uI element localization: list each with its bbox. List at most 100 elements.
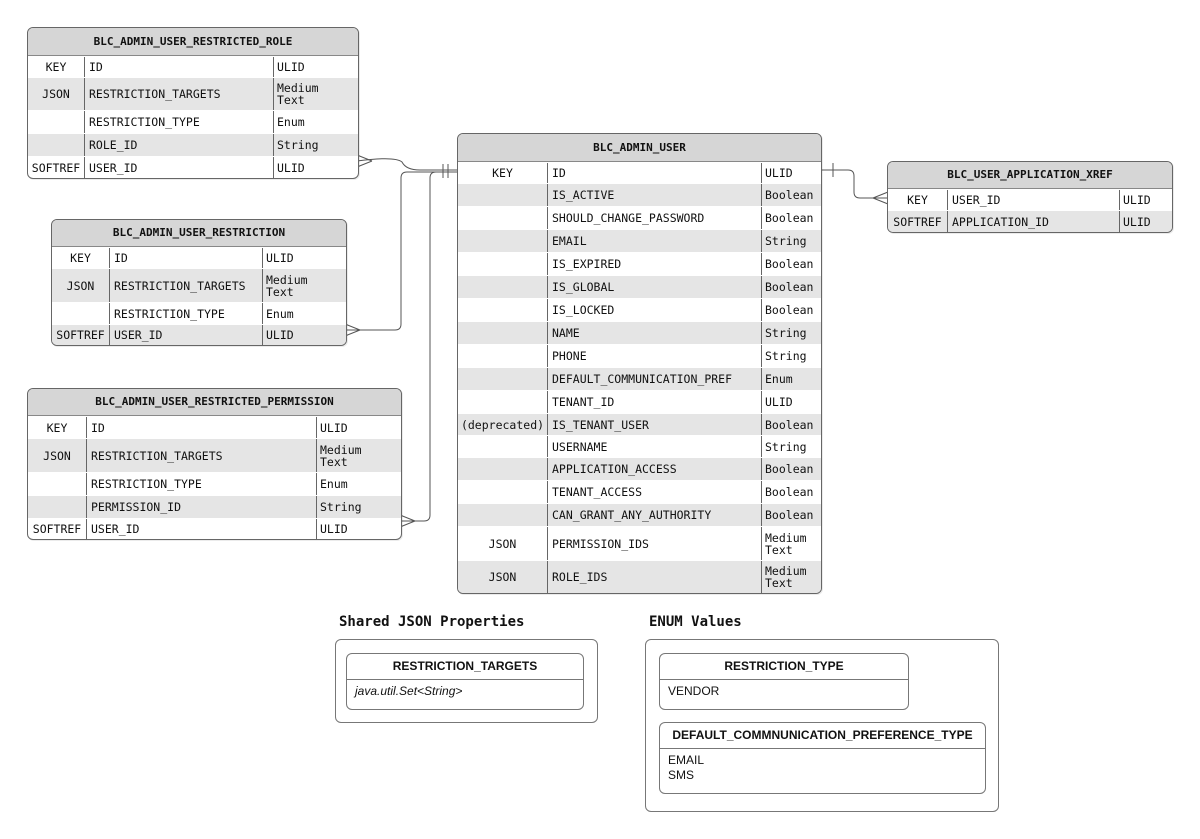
entity-row: KEY ID ULID (52, 247, 346, 268)
entity-row: JSON RESTRICTION_TARGETS Medium Text (28, 77, 358, 110)
row-name: NAME (548, 322, 762, 344)
row-key (458, 458, 548, 480)
restriction-type-card: RESTRICTION_TYPE VENDOR (659, 653, 909, 710)
entity-row: PHONE String (458, 344, 821, 367)
row-name: RESTRICTION_TARGETS (85, 78, 274, 110)
entity-row: IS_LOCKED Boolean (458, 298, 821, 321)
entity-blc-user-application-xref: BLC_USER_APPLICATION_XREF KEY USER_ID UL… (887, 161, 1173, 233)
entity-blc-admin-user-restricted-role: BLC_ADMIN_USER_RESTRICTED_ROLE KEY ID UL… (27, 27, 359, 179)
row-name: ID (548, 163, 762, 183)
row-key (458, 504, 548, 526)
entity-row: PERMISSION_ID String (28, 495, 401, 518)
card-title: RESTRICTION_TYPE (660, 654, 908, 680)
row-name: DEFAULT_COMMUNICATION_PREF (548, 368, 762, 390)
entity-title: BLC_ADMIN_USER_RESTRICTED_ROLE (28, 28, 358, 56)
row-key: SOFTREF (888, 211, 948, 232)
row-type: ULID (320, 420, 348, 435)
row-key (458, 253, 548, 275)
entity-blc-admin-user-restriction: BLC_ADMIN_USER_RESTRICTION KEY ID ULID J… (51, 219, 347, 346)
row-name: IS_TENANT_USER (548, 414, 762, 435)
row-type: Boolean (765, 508, 814, 522)
enum-value: VENDOR (668, 684, 720, 698)
entity-row: JSON PERMISSION_IDS Medium Text (458, 526, 821, 560)
row-name: APPLICATION_ACCESS (548, 458, 762, 480)
row-type: ULID (320, 522, 348, 536)
entity-row: APPLICATION_ACCESS Boolean (458, 457, 821, 480)
entity-title: BLC_ADMIN_USER (458, 134, 821, 162)
row-name: PERMISSION_ID (87, 496, 317, 518)
entity-row: JSON ROLE_IDS Medium Text (458, 560, 821, 593)
row-type: String (277, 138, 319, 152)
row-type: ULID (277, 160, 305, 175)
row-key (28, 473, 87, 495)
row-key (458, 481, 548, 503)
row-name: ROLE_IDS (548, 561, 762, 593)
row-name: USER_ID (85, 157, 274, 178)
entity-row: IS_EXPIRED Boolean (458, 252, 821, 275)
row-key: (deprecated) (458, 414, 548, 435)
entity-row: CAN_GRANT_ANY_AUTHORITY Boolean (458, 503, 821, 526)
row-name: TENANT_ACCESS (548, 481, 762, 503)
entity-row: JSON RESTRICTION_TARGETS Medium Text (28, 438, 401, 472)
row-name: PERMISSION_IDS (548, 527, 762, 560)
row-key: SOFTREF (52, 325, 110, 345)
row-name: IS_EXPIRED (548, 253, 762, 275)
row-name: USER_ID (87, 519, 317, 539)
shared-json-group: RESTRICTION_TARGETS java.util.Set<String… (335, 639, 598, 723)
row-type: ULID (1123, 214, 1151, 229)
row-name: RESTRICTION_TYPE (110, 303, 263, 324)
row-name: CAN_GRANT_ANY_AUTHORITY (548, 504, 762, 526)
row-name: ID (110, 248, 263, 268)
row-key (458, 184, 548, 206)
row-type: ULID (765, 395, 793, 409)
card-values: EMAIL SMS (660, 749, 985, 787)
row-type: Enum (266, 306, 294, 321)
row-type: Medium Text (320, 442, 362, 469)
entity-title: BLC_USER_APPLICATION_XREF (888, 162, 1172, 189)
row-key (458, 230, 548, 252)
entity-row: (deprecated) IS_TENANT_USER Boolean (458, 413, 821, 435)
card-value: java.util.Set<String> (355, 684, 463, 698)
entity-row: RESTRICTION_TYPE Enum (28, 472, 401, 495)
row-name: RESTRICTION_TARGETS (87, 439, 317, 472)
row-key: JSON (28, 78, 85, 110)
row-name: ROLE_ID (85, 134, 274, 156)
entity-row: SOFTREF APPLICATION_ID ULID (888, 210, 1172, 232)
row-type: Medium Text (266, 272, 308, 299)
entity-title: BLC_ADMIN_USER_RESTRICTION (52, 220, 346, 247)
row-key (458, 436, 548, 457)
row-type: ULID (765, 166, 793, 180)
card-title: DEFAULT_COMMNUNICATION_PREFERENCE_TYPE (660, 723, 985, 749)
row-name: RESTRICTION_TARGETS (110, 269, 263, 302)
row-key: JSON (458, 561, 548, 593)
entity-row: KEY USER_ID ULID (888, 189, 1172, 210)
entity-row: SHOULD_CHANGE_PASSWORD Boolean (458, 206, 821, 229)
entity-row: TENANT_ACCESS Boolean (458, 480, 821, 503)
entity-row: IS_GLOBAL Boolean (458, 275, 821, 298)
entity-row: EMAIL String (458, 229, 821, 252)
admin-user-one-marker (442, 164, 449, 178)
entity-title: BLC_ADMIN_USER_RESTRICTED_PERMISSION (28, 389, 401, 416)
row-key: KEY (28, 57, 85, 77)
role-crowfoot (356, 154, 373, 168)
row-type: Boolean (765, 485, 814, 499)
row-key (458, 391, 548, 413)
row-name: IS_LOCKED (548, 299, 762, 321)
entity-row: ROLE_ID String (28, 133, 358, 156)
row-type: Medium Text (765, 564, 807, 590)
entity-row: KEY ID ULID (28, 416, 401, 438)
entity-row: RESTRICTION_TYPE Enum (52, 302, 346, 324)
row-type: Boolean (765, 417, 814, 432)
row-key (28, 134, 85, 156)
entity-row: TENANT_ID ULID (458, 390, 821, 413)
row-type: Enum (277, 115, 305, 129)
row-name: ID (85, 57, 274, 77)
entity-blc-admin-user: BLC_ADMIN_USER KEY ID ULID IS_ACTIVE Boo… (457, 133, 822, 594)
row-name: PHONE (548, 345, 762, 367)
row-type: Boolean (765, 280, 814, 294)
row-name: USER_ID (948, 190, 1120, 210)
row-type: String (765, 326, 807, 340)
row-key (458, 368, 548, 390)
entity-row: KEY ID ULID (458, 162, 821, 183)
restriction-targets-card: RESTRICTION_TARGETS java.util.Set<String… (346, 653, 584, 710)
